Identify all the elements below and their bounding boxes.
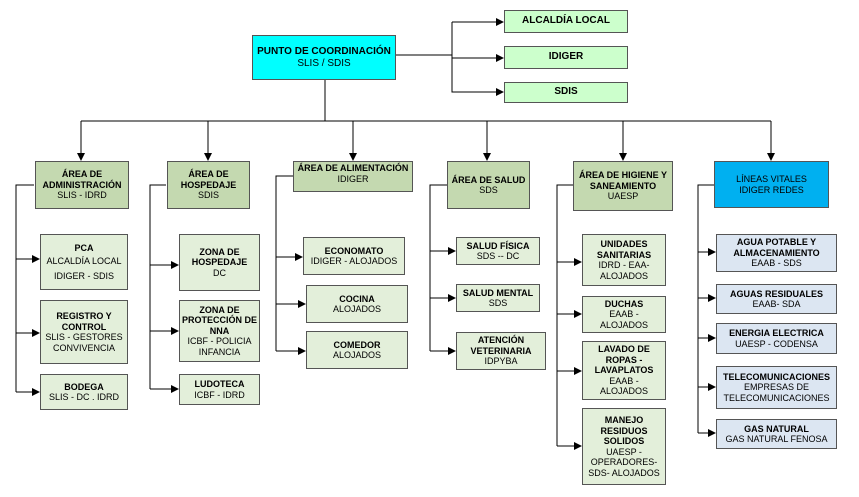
area-sub: IDIGER REDES (739, 184, 804, 195)
item-cocina: COCINA ALOJADOS (306, 285, 408, 323)
item-title: LAVADO DE ROPAS - LAVAPLATOS (594, 344, 654, 376)
item-salud-mental: SALUD MENTAL SDS (456, 284, 540, 312)
area-lineas-vitales: LÍNEAS VITALES IDIGER REDES (714, 161, 829, 208)
item-line: SDS -- DC (476, 251, 520, 261)
item-line: ALOJADOS (332, 350, 381, 360)
item-line: IDIGER - ALOJADOS (310, 256, 398, 266)
top-entity-label: IDIGER (548, 51, 584, 63)
item-agua-potable: AGUA POTABLE Y ALMACENAMIENTO EAAB - SDS (716, 234, 837, 272)
item-title: DUCHAS (604, 298, 644, 309)
item-line: UAESP - OPERADORES-SDS- ALOJADOS (588, 446, 660, 478)
item-lavado-ropas: LAVADO DE ROPAS - LAVAPLATOS EAAB - ALOJ… (582, 341, 666, 400)
item-line: ALCALDÍA LOCAL (46, 256, 122, 267)
area-title: LÍNEAS VITALES (736, 174, 807, 184)
item-line: DC (213, 267, 226, 278)
item-line: ICBF - IDRD (194, 389, 245, 400)
item-line: SDS (488, 298, 508, 308)
area-administracion: ÁREA DE ADMINISTRACIÓN SLIS - IDRD (35, 161, 129, 209)
item-title: COCINA (339, 293, 375, 304)
area-title: ÁREA DE HOSPEDAJE (180, 169, 237, 190)
item-line: UAESP - CODENSA (735, 338, 818, 349)
item-line: GAS NATURAL FENOSA (725, 434, 828, 444)
item-duchas: DUCHAS EAAB - ALOJADOS (582, 296, 666, 333)
item-proteccion-nna: ZONA DE PROTECCIÓN DE NNA ICBF - POLICIA… (179, 300, 260, 362)
item-title: GAS NATURAL (744, 423, 809, 434)
item-title: SALUD MENTAL (462, 287, 534, 298)
area-sub: SLIS - IDRD (57, 190, 107, 201)
area-title: ÁREA DE ALIMENTACIÓN (297, 163, 409, 173)
area-title: ÁREA DE SALUD (451, 174, 526, 185)
item-title: AGUAS RESIDUALES (729, 288, 823, 299)
item-title: ENERGIA ELECTRICA (729, 328, 824, 338)
item-unidades-sanitarias: UNIDADES SANITARIAS IDRD - EAA-ALOJADOS (582, 234, 666, 286)
item-title: UNIDADES SANITARIAS (596, 239, 652, 260)
item-title: ZONA DE HOSPEDAJE (191, 246, 248, 268)
item-zona-hospedaje: ZONA DE HOSPEDAJE DC (179, 234, 260, 291)
item-line: EAAB - ALOJADOS (599, 309, 648, 330)
item-gas-natural: GAS NATURAL GAS NATURAL FENOSA (716, 419, 837, 449)
item-title: AGUA POTABLE Y ALMACENAMIENTO (733, 237, 820, 258)
item-title: SALUD FÍSICA (466, 240, 530, 251)
item-line: IDRD - EAA-ALOJADOS (598, 260, 650, 281)
item-title: ECONOMATO (324, 245, 384, 256)
item-title: COMEDOR (333, 339, 381, 350)
item-line: IDIGER - SDIS (53, 270, 114, 281)
item-line: ICBF - POLICIA INFANCIA (187, 336, 252, 357)
item-title: LUDOTECA (194, 379, 245, 389)
top-entity-sdis: SDIS (504, 82, 628, 103)
item-line: IDPYBA (484, 356, 518, 367)
item-title: ZONA DE PROTECCIÓN DE NNA (182, 304, 258, 336)
area-hospedaje: ÁREA DE HOSPEDAJE SDIS (167, 161, 250, 209)
item-energia-electrica: ENERGIA ELECTRICA UAESP - CODENSA (716, 323, 837, 354)
item-economato: ECONOMATO IDIGER - ALOJADOS (303, 237, 405, 275)
item-line: EMPRESAS DE TELECOMUNICACIONES (723, 382, 830, 403)
item-registro-control: REGISTRO Y CONTROL SLIS - GESTORES CONVI… (40, 300, 128, 364)
item-manejo-residuos: MANEJO RESIDUOS SOLIDOS UAESP - OPERADOR… (582, 408, 666, 485)
item-title: BODEGA (64, 381, 104, 392)
item-ludoteca: LUDOTECA ICBF - IDRD (179, 374, 260, 405)
item-title: MANEJO RESIDUOS SOLIDOS (600, 415, 648, 446)
item-comedor: COMEDOR ALOJADOS (306, 331, 408, 369)
area-higiene: ÁREA DE HIGIENE Y SANEAMIENTO UAESP (573, 161, 673, 211)
coordination-point-sub: SLIS / SDIS (297, 57, 351, 69)
item-line: SLIS - GESTORES CONVIVENCIA (45, 332, 123, 353)
item-line: EAAB- SDA (752, 299, 801, 309)
item-line: SLIS - DC . IDRD (48, 392, 119, 402)
item-title: TELECOMUNICACIONES (722, 371, 830, 382)
area-title: ÁREA DE ADMINISTRACIÓN (42, 169, 122, 190)
item-title: REGISTRO Y CONTROL (56, 311, 112, 332)
area-sub: IDIGER (337, 173, 369, 184)
top-entity-label: SDIS (554, 86, 578, 98)
item-telecomunicaciones: TELECOMUNICACIONES EMPRESAS DE TELECOMUN… (716, 366, 837, 409)
top-entity-label: ALCALDÍA LOCAL (522, 15, 610, 27)
area-alimentacion: ÁREA DE ALIMENTACIÓN IDIGER (293, 161, 413, 192)
area-salud: ÁREA DE SALUD SDS (447, 161, 530, 209)
coordination-point-box: PUNTO DE COORDINACIÓN SLIS / SDIS (252, 35, 396, 80)
item-salud-fisica: SALUD FÍSICA SDS -- DC (456, 237, 540, 265)
top-entity-alcaldia: ALCALDÍA LOCAL (504, 10, 628, 33)
item-title: PCA (74, 242, 94, 253)
area-sub: UAESP (607, 191, 639, 202)
top-entity-idiger: IDIGER (504, 46, 628, 69)
coordination-point-title: PUNTO DE COORDINACIÓN (257, 45, 391, 57)
item-bodega: BODEGA SLIS - DC . IDRD (40, 374, 128, 410)
area-title: ÁREA DE HIGIENE Y SANEAMIENTO (578, 170, 668, 191)
item-aguas-residuales: AGUAS RESIDUALES EAAB- SDA (716, 284, 837, 314)
item-line: EAAB - SDS (751, 258, 802, 269)
item-title: ATENCIÓN VETERINARIA (470, 335, 532, 356)
item-pca: PCA ALCALDÍA LOCAL IDIGER - SDIS (40, 234, 128, 290)
area-sub: SDS (479, 185, 498, 195)
item-atencion-veterinaria: ATENCIÓN VETERINARIA IDPYBA (456, 332, 546, 370)
item-line: ALOJADOS (332, 304, 381, 314)
item-line: EAAB - ALOJADOS (599, 375, 648, 397)
area-sub: SDIS (197, 190, 219, 201)
